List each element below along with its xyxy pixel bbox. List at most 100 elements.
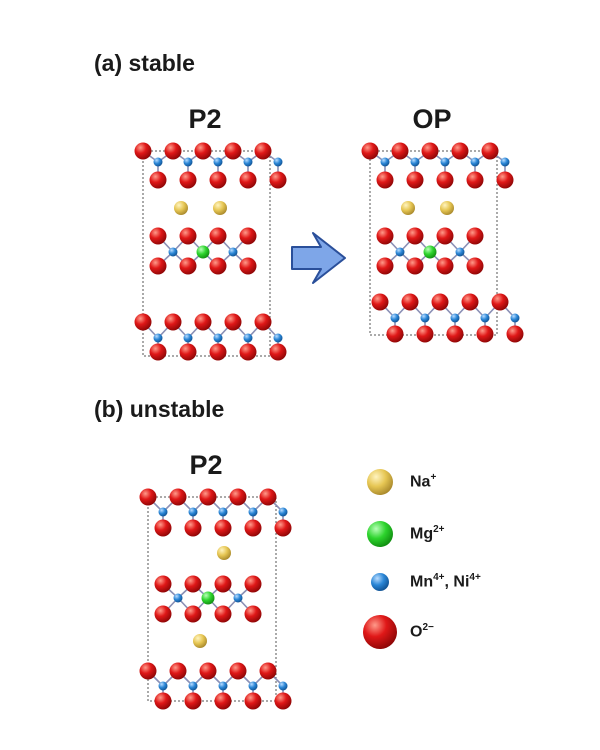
- unit-cell-a-p2: [142, 150, 271, 357]
- structure-a-op: [361, 142, 524, 343]
- transition-metal-atom: [248, 681, 258, 691]
- oxygen-atom: [371, 293, 389, 311]
- oxygen-atom: [391, 142, 409, 160]
- oxygen-atom: [179, 343, 197, 361]
- oxygen-atom: [466, 257, 484, 275]
- transition-metal-atom: [188, 507, 198, 517]
- transition-metal-atom: [158, 507, 168, 517]
- oxygen-atom: [496, 171, 514, 189]
- oxygen-atom: [401, 293, 419, 311]
- mn-ni-sphere-icon: [371, 573, 389, 591]
- oxygen-atom: [139, 662, 157, 680]
- oxygen-atom: [244, 692, 262, 710]
- oxygen-atom: [184, 605, 202, 623]
- oxygen-atom: [269, 171, 287, 189]
- transition-metal-atom: [243, 333, 253, 343]
- legend-label-mn-ni: Mn4+, Ni4+: [410, 572, 481, 591]
- oxygen-atom: [209, 171, 227, 189]
- transition-metal-atom: [213, 333, 223, 343]
- transition-metal-atom: [183, 333, 193, 343]
- transition-metal-atom: [278, 507, 288, 517]
- oxygen-atom: [179, 257, 197, 275]
- oxygen-atom: [214, 692, 232, 710]
- oxygen-atom: [386, 325, 404, 343]
- oxygen-atom: [254, 142, 272, 160]
- transition-metal-atom: [510, 313, 520, 323]
- transition-metal-atom: [158, 681, 168, 691]
- oxygen-atom: [239, 227, 257, 245]
- transition-metal-atom: [228, 247, 238, 257]
- transition-metal-atom: [243, 157, 253, 167]
- oxygen-atom: [239, 343, 257, 361]
- o-sphere-icon: [363, 615, 397, 649]
- oxygen-atom: [259, 488, 277, 506]
- oxygen-atom: [154, 575, 172, 593]
- transition-metal-atom: [500, 157, 510, 167]
- oxygen-atom: [164, 142, 182, 160]
- oxygen-atom: [139, 488, 157, 506]
- transition-metal-atom: [273, 333, 283, 343]
- oxygen-atom: [149, 343, 167, 361]
- oxygen-atom: [406, 257, 424, 275]
- panel-a-label: (a) stable: [94, 50, 195, 76]
- transition-metal-atom: [470, 157, 480, 167]
- oxygen-atom: [209, 227, 227, 245]
- oxygen-atom: [184, 519, 202, 537]
- transition-metal-atom: [455, 247, 465, 257]
- transition-metal-atom: [183, 157, 193, 167]
- oxygen-atom: [214, 605, 232, 623]
- transition-metal-atom: [380, 157, 390, 167]
- oxygen-atom: [406, 171, 424, 189]
- oxygen-atom: [451, 142, 469, 160]
- structure-a-p2: [134, 142, 287, 361]
- oxygen-atom: [184, 692, 202, 710]
- legend-label-o: O2−: [410, 622, 434, 641]
- na-sphere-icon: [367, 469, 393, 495]
- oxygen-atom: [361, 142, 379, 160]
- oxygen-atom: [436, 257, 454, 275]
- oxygen-atom: [491, 293, 509, 311]
- oxygen-atom: [506, 325, 524, 343]
- oxygen-atom: [149, 227, 167, 245]
- oxygen-atom: [149, 257, 167, 275]
- transition-metal-atom: [278, 681, 288, 691]
- legend-label-mg: Mg2+: [410, 524, 445, 543]
- transition-metal-atom: [168, 247, 178, 257]
- transition-metal-atom: [440, 157, 450, 167]
- oxygen-atom: [436, 171, 454, 189]
- oxygen-atom: [376, 227, 394, 245]
- oxygen-atom: [214, 519, 232, 537]
- magnesium-atom: [196, 245, 210, 259]
- transition-metal-atom: [153, 333, 163, 343]
- oxygen-atom: [154, 692, 172, 710]
- legend-label-na: Na+: [410, 472, 437, 491]
- transition-metal-atom: [420, 313, 430, 323]
- transition-metal-atom: [218, 507, 228, 517]
- oxygen-atom: [134, 142, 152, 160]
- oxygen-atom: [421, 142, 439, 160]
- magnesium-atom: [423, 245, 437, 259]
- oxygen-atom: [376, 171, 394, 189]
- panel-a-right-title: OP: [412, 104, 452, 134]
- transition-metal-atom: [248, 507, 258, 517]
- transition-metal-atom: [273, 157, 283, 167]
- transition-metal-atom: [213, 157, 223, 167]
- oxygen-atom: [274, 692, 292, 710]
- oxygen-atom: [194, 142, 212, 160]
- oxygen-atom: [224, 142, 242, 160]
- oxygen-atom: [259, 662, 277, 680]
- oxygen-atom: [416, 325, 434, 343]
- transition-metal-atom: [480, 313, 490, 323]
- oxygen-atom: [481, 142, 499, 160]
- oxygen-atom: [436, 227, 454, 245]
- transition-metal-atom: [410, 157, 420, 167]
- oxygen-atom: [164, 313, 182, 331]
- oxygen-atom: [406, 227, 424, 245]
- transform-arrow: [291, 232, 346, 284]
- oxygen-atom: [274, 519, 292, 537]
- oxygen-atom: [184, 575, 202, 593]
- transition-metal-atom: [395, 247, 405, 257]
- mg-sphere-icon: [367, 521, 393, 547]
- oxygen-atom: [229, 488, 247, 506]
- oxygen-atom: [209, 343, 227, 361]
